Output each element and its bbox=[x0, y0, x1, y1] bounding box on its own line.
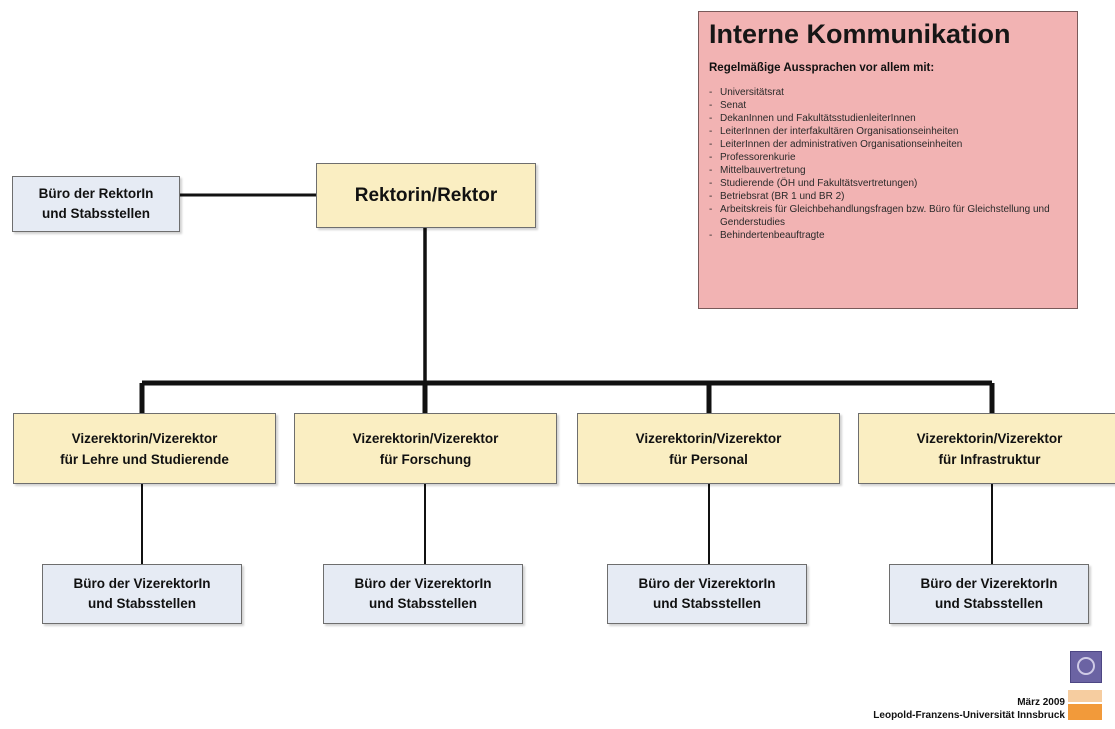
buero-vize-box-personal: Büro der VizerektorIn und Stabsstellen bbox=[607, 564, 807, 624]
kommunikation-item: Betriebsrat (BR 1 und BR 2) bbox=[709, 190, 1067, 203]
buero-vize-box-forschung: Büro der VizerektorIn und Stabsstellen bbox=[323, 564, 523, 624]
kommunikation-item: DekanInnen und FakultätsstudienleiterInn… bbox=[709, 112, 1067, 125]
vizerektor-box-infrastruktur: Vizerektorin/Vizerektor für Infrastruktu… bbox=[858, 413, 1115, 484]
kommunikation-item: Senat bbox=[709, 99, 1067, 112]
buero-vize-line1: Büro der VizerektorIn bbox=[354, 576, 492, 591]
vizerektor-line2: für Infrastruktur bbox=[938, 451, 1041, 467]
university-seal-icon bbox=[1070, 651, 1102, 683]
vizerektor-line1: Vizerektorin/Vizerektor bbox=[352, 430, 499, 446]
buero-rektor-line1: Büro der RektorIn bbox=[38, 186, 154, 201]
vizerektor-line2: für Lehre und Studierende bbox=[60, 451, 229, 467]
kommunikation-item: Studierende (ÖH und Fakultätsvertretunge… bbox=[709, 177, 1067, 190]
kommunikation-item: Professorenkurie bbox=[709, 151, 1067, 164]
buero-vize-box-lehre: Büro der VizerektorIn und Stabsstellen bbox=[42, 564, 242, 624]
vizerektor-line1: Vizerektorin/Vizerektor bbox=[71, 430, 218, 446]
footer-university: Leopold-Franzens-Universität Innsbruck bbox=[873, 710, 1065, 721]
vizerektor-line1: Vizerektorin/Vizerektor bbox=[916, 430, 1063, 446]
buero-vize-line1: Büro der VizerektorIn bbox=[638, 576, 776, 591]
kommunikation-item: Arbeitskreis für Gleichbehandlungsfragen… bbox=[709, 203, 1067, 229]
kommunikation-subtitle: Regelmäßige Aussprachen vor allem mit: bbox=[709, 62, 935, 74]
kommunikation-item: LeiterInnen der interfakultären Organisa… bbox=[709, 125, 1067, 138]
buero-vize-line2: und Stabsstellen bbox=[368, 596, 478, 611]
interne-kommunikation-box: Interne Kommunikation Regelmäßige Ausspr… bbox=[698, 11, 1078, 309]
buero-vize-box-infrastruktur: Büro der VizerektorIn und Stabsstellen bbox=[889, 564, 1089, 624]
rektor-box: Rektorin/Rektor bbox=[316, 163, 536, 228]
vizerektor-line1: Vizerektorin/Vizerektor bbox=[635, 430, 782, 446]
kommunikation-item: Mittelbauvertretung bbox=[709, 164, 1067, 177]
footer-date: März 2009 bbox=[1017, 697, 1065, 708]
vizerektor-box-lehre: Vizerektorin/Vizerektor für Lehre und St… bbox=[13, 413, 276, 484]
buero-vize-line2: und Stabsstellen bbox=[934, 596, 1044, 611]
university-logo-icon bbox=[1068, 690, 1102, 722]
buero-vize-line1: Büro der VizerektorIn bbox=[920, 576, 1058, 591]
vizerektor-box-personal: Vizerektorin/Vizerektor für Personal bbox=[577, 413, 840, 484]
rektor-label: Rektorin/Rektor bbox=[354, 184, 498, 206]
buero-rektor-box: Büro der RektorIn und Stabsstellen bbox=[12, 176, 180, 232]
kommunikation-title: Interne Kommunikation bbox=[709, 19, 1011, 49]
buero-vize-line1: Büro der VizerektorIn bbox=[73, 576, 211, 591]
buero-vize-line2: und Stabsstellen bbox=[652, 596, 762, 611]
kommunikation-item: Behindertenbeauftragte bbox=[709, 229, 1067, 242]
kommunikation-item: Universitätsrat bbox=[709, 86, 1067, 99]
kommunikation-list: Universitätsrat Senat DekanInnen und Fak… bbox=[709, 86, 1067, 242]
vizerektor-line2: für Personal bbox=[669, 451, 748, 467]
kommunikation-item: LeiterInnen der administrativen Organisa… bbox=[709, 138, 1067, 151]
footer: März 2009 Leopold-Franzens-Universität I… bbox=[873, 696, 1065, 722]
buero-vize-line2: und Stabsstellen bbox=[87, 596, 197, 611]
buero-rektor-line2: und Stabsstellen bbox=[41, 206, 151, 221]
vizerektor-box-forschung: Vizerektorin/Vizerektor für Forschung bbox=[294, 413, 557, 484]
vizerektor-line2: für Forschung bbox=[379, 451, 472, 467]
